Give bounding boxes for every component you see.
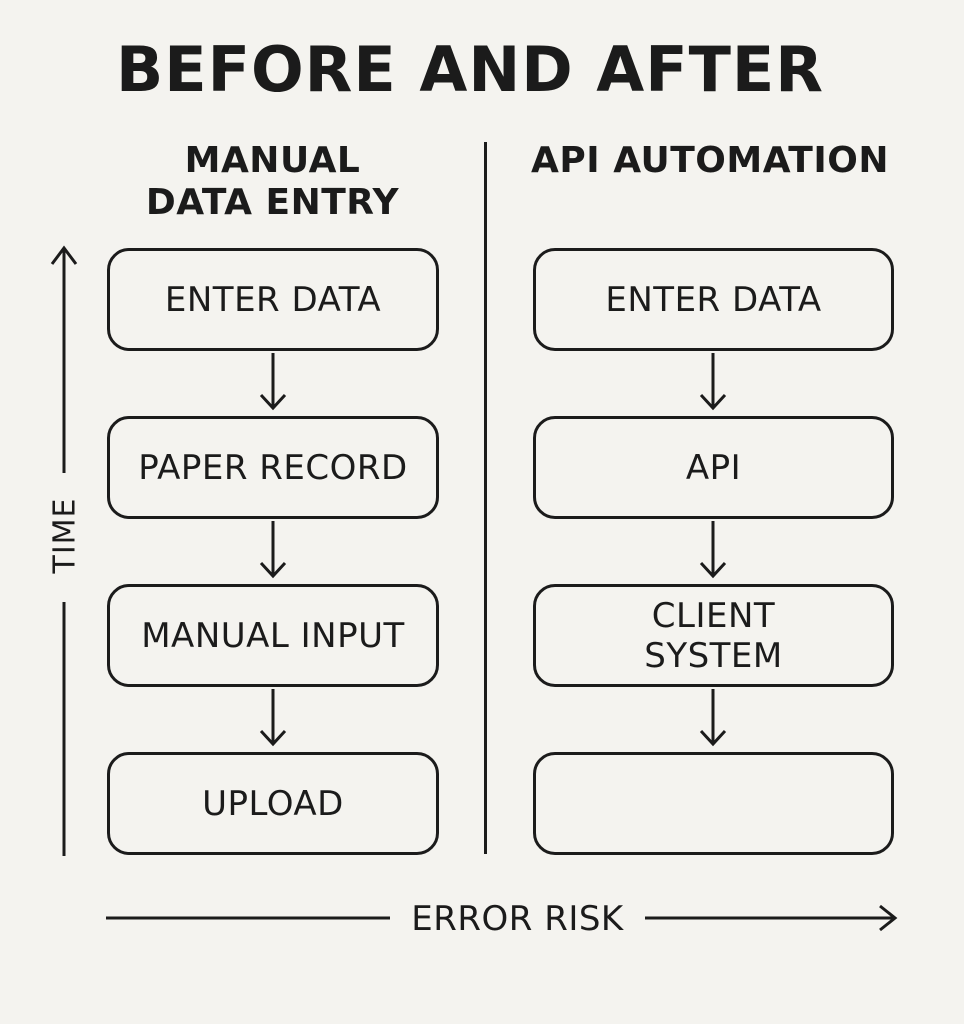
manual-step-enter-data: ENTER DATA: [107, 248, 439, 351]
manual-arrow-2: [259, 521, 287, 579]
time-axis-label: TIME: [47, 496, 83, 574]
api-column-heading: API AUTOMATION: [531, 140, 889, 181]
api-arrow-1: [699, 353, 727, 411]
diagram-title: BEFORE AND AFTER: [116, 33, 824, 106]
api-step-empty: [533, 752, 894, 855]
manual-column-heading: MANUAL DATA ENTRY: [145, 140, 400, 223]
api-step-enter-data: ENTER DATA: [533, 248, 894, 351]
manual-step-upload: UPLOAD: [107, 752, 439, 855]
api-step-api: API: [533, 416, 894, 519]
column-divider: [484, 142, 487, 854]
time-axis-arrow: [50, 245, 78, 856]
manual-arrow-3: [259, 689, 287, 747]
time-axis-label-wrap: TIME: [20, 480, 110, 590]
api-arrow-3: [699, 689, 727, 747]
manual-step-paper-record: PAPER RECORD: [107, 416, 439, 519]
api-arrow-2: [699, 521, 727, 579]
manual-step-manual-input: MANUAL INPUT: [107, 584, 439, 687]
manual-arrow-1: [259, 353, 287, 411]
api-step-client-system: CLIENT SYSTEM: [533, 584, 894, 687]
error-risk-axis-label: ERROR RISK: [390, 896, 645, 942]
